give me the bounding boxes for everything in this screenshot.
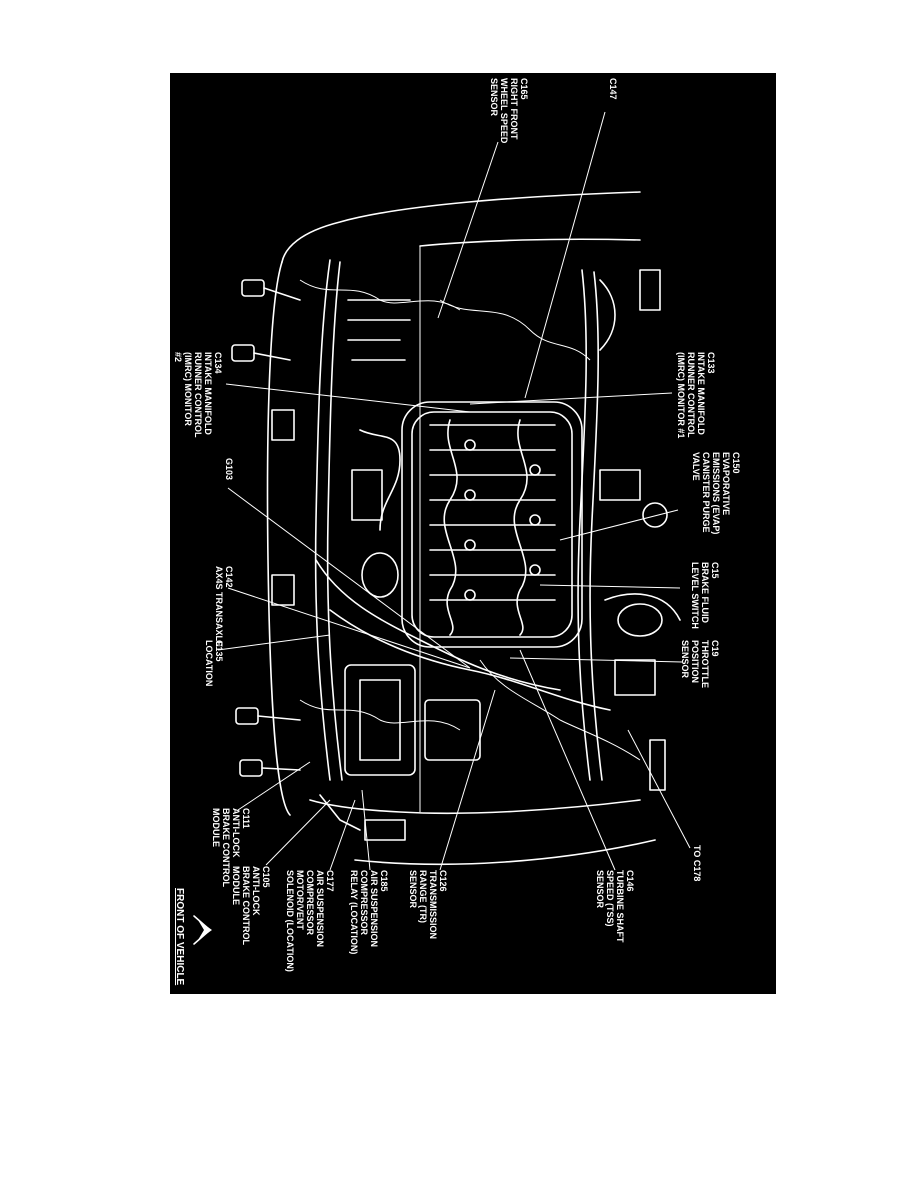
- label-line: COMPRESSOR: [305, 870, 315, 936]
- label-line: C142: [224, 566, 234, 588]
- label-line: THROTTLE: [700, 640, 710, 688]
- label-line: SENSOR: [408, 870, 418, 909]
- label-line: C111: [241, 808, 251, 829]
- label-c135: C135 LOCATION: [204, 640, 224, 686]
- label-c133: C133 INTAKE MANIFOLD RUNNER CONTROL (IMR…: [676, 352, 716, 438]
- label-line: VALVE: [691, 452, 701, 481]
- label-line: SENSOR: [680, 640, 690, 679]
- label-line: C134: [213, 352, 223, 374]
- label-line: C19: [710, 640, 720, 657]
- diagram-panel: [170, 73, 776, 994]
- front-of-vehicle: FRONT OF VEHICLE: [174, 888, 212, 986]
- label-line: INTAKE MANIFOLD: [203, 352, 213, 435]
- label-c147: C147: [608, 78, 618, 100]
- label-line: POSITION: [690, 640, 700, 683]
- label-line: ANTI-LOCK: [251, 866, 261, 916]
- label-c126: C126 TRANSMISSION RANGE (TR) SENSOR: [408, 870, 448, 939]
- label-line: G103: [224, 458, 234, 480]
- label-line: C165: [519, 78, 529, 100]
- label-line: AIR SUSPENSION: [315, 870, 325, 947]
- label-line: C135: [214, 640, 224, 662]
- label-c105: C105 ANTI-LOCK BRAKE CONTROL MODULE: [231, 866, 271, 945]
- label-line: LEVEL SWITCH: [690, 562, 700, 629]
- label-line: C133: [706, 352, 716, 374]
- label-line: #2: [173, 352, 183, 362]
- engine-illustration: [231, 191, 681, 866]
- label-c146: C146 TURBINE SHAFT SPEED (TSS) SENSOR: [595, 870, 635, 943]
- label-line: EMISSIONS (EVAP): [711, 452, 721, 534]
- label-c142: C142 AX4S TRANSAXLE: [214, 566, 234, 647]
- label-c19: C19 THROTTLE POSITION SENSOR: [680, 640, 720, 688]
- label-line: TURBINE SHAFT: [615, 870, 625, 943]
- label-line: WHEEL SPEED: [499, 78, 509, 144]
- label-line: SPEED (TSS): [605, 870, 615, 927]
- label-line: TRANSMISSION: [428, 870, 438, 939]
- leader-lines: [217, 111, 691, 871]
- label-c150: C150 EVAPORATIVE EMISSIONS (EVAP) CANIST…: [691, 452, 741, 534]
- label-line: C150: [731, 452, 741, 474]
- label-line: AIR SUSPENSION: [369, 870, 379, 947]
- label-line: C147: [608, 78, 618, 100]
- label-c165: C165 RIGHT FRONT WHEEL SPEED SENSOR: [489, 78, 529, 144]
- label-line: EVAPORATIVE: [721, 452, 731, 515]
- label-c134: C134 INTAKE MANIFOLD RUNNER CONTROL (IMR…: [173, 352, 223, 438]
- label-line: C15: [710, 562, 720, 579]
- label-c111: C111 ANTI-LOCK BRAKE CONTROL MODULE: [211, 808, 251, 887]
- label-line: RELAY (LOCATION): [349, 870, 359, 954]
- label-line: AX4S TRANSAXLE: [214, 566, 224, 647]
- label-line: RANGE (TR): [418, 870, 428, 923]
- label-line: MOTOR/VENT: [295, 870, 305, 930]
- label-to-c178: TO C178: [692, 845, 702, 881]
- label-line: LOCATION: [204, 640, 214, 686]
- label-line: TO C178: [692, 845, 702, 881]
- label-line: INTAKE MANIFOLD: [696, 352, 706, 435]
- label-line: ANTI-LOCK: [231, 808, 241, 858]
- label-line: C185: [379, 870, 389, 892]
- label-c15: C15 BRAKE FLUID LEVEL SWITCH: [690, 562, 720, 629]
- label-line: C146: [625, 870, 635, 892]
- label-line: C105: [261, 866, 271, 888]
- label-line: SENSOR: [489, 78, 499, 117]
- label-line: BRAKE FLUID: [700, 562, 710, 623]
- label-line: BRAKE CONTROL: [241, 866, 251, 945]
- label-line: SENSOR: [595, 870, 605, 909]
- front-arrow-icon: [198, 920, 212, 940]
- label-line: RUNNER CONTROL: [686, 352, 696, 438]
- label-line: MODULE: [231, 866, 241, 905]
- label-g103: G103: [224, 458, 234, 480]
- label-c185: C185 AIR SUSPENSION COMPRESSOR RELAY (LO…: [349, 870, 389, 954]
- label-line: SOLENOID (LOCATION): [285, 870, 295, 972]
- label-line: BRAKE CONTROL: [221, 808, 231, 887]
- label-line: RIGHT FRONT: [509, 78, 519, 140]
- label-line: COMPRESSOR: [359, 870, 369, 936]
- label-line: C126: [438, 870, 448, 892]
- label-line: (IMRC) MONITOR: [183, 352, 193, 426]
- label-line: RUNNER CONTROL: [193, 352, 203, 438]
- front-of-vehicle-label: FRONT OF VEHICLE: [174, 888, 185, 986]
- label-line: (IMRC) MONITOR #1: [676, 352, 686, 438]
- label-line: MODULE: [211, 808, 221, 847]
- label-line: CANISTER PURGE: [701, 452, 711, 533]
- label-c177: C177 AIR SUSPENSION COMPRESSOR MOTOR/VEN…: [285, 870, 335, 972]
- label-line: C177: [325, 870, 335, 892]
- front-arrow-icon: [193, 915, 211, 945]
